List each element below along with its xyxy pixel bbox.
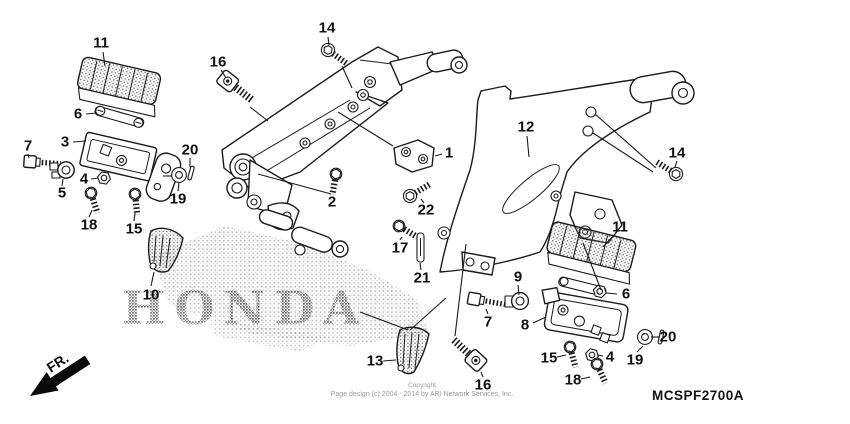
bolt-7-right bbox=[467, 292, 506, 310]
nut-19-left bbox=[171, 167, 187, 183]
bolt-14-right bbox=[653, 156, 685, 183]
left-footpeg-plate bbox=[94, 105, 145, 128]
socket-bolt-16-left bbox=[216, 69, 258, 107]
right-footrest-bracket-8 bbox=[541, 286, 629, 344]
mount-bracket-part-1 bbox=[393, 139, 435, 173]
bolt-15-right bbox=[563, 340, 581, 369]
pin-21 bbox=[416, 232, 425, 263]
left-footrest-bracket bbox=[79, 131, 182, 202]
clamp-9 bbox=[504, 291, 530, 311]
socket-bolt-16-bottom bbox=[447, 333, 488, 373]
halftone-shadow-cloud bbox=[152, 226, 428, 352]
heel-guard-13 bbox=[396, 326, 430, 375]
fr-direction-arrow: FR. bbox=[30, 350, 91, 396]
copyright-line-1: Copyright bbox=[408, 382, 436, 389]
clamp-5 bbox=[49, 161, 75, 179]
nut-4-left bbox=[96, 170, 112, 186]
copyright-notice: Copyright Page design (c) 2004 - 2014 by… bbox=[272, 382, 572, 399]
bolt-17 bbox=[391, 218, 420, 242]
leader-lines bbox=[27, 36, 678, 380]
right-footpeg-rubber bbox=[546, 221, 637, 285]
bolt-18-right bbox=[589, 356, 610, 385]
copyright-line-2: Page design (c) 2004 - 2014 by ARI Netwo… bbox=[330, 391, 514, 398]
bolt-15-left bbox=[129, 188, 143, 216]
nut-19-right bbox=[637, 329, 653, 345]
right-footpeg-plate bbox=[558, 276, 608, 299]
bolt-18-left bbox=[84, 186, 103, 215]
honda-watermark: HONDA bbox=[122, 281, 368, 335]
heel-guard-10 bbox=[147, 227, 184, 273]
pin-20-left bbox=[186, 165, 196, 181]
bolt-14-top bbox=[319, 41, 351, 69]
bolt-22 bbox=[401, 178, 433, 205]
diagram-code: MCSPF2700A bbox=[652, 388, 745, 403]
left-footpeg-rubber bbox=[76, 56, 162, 118]
